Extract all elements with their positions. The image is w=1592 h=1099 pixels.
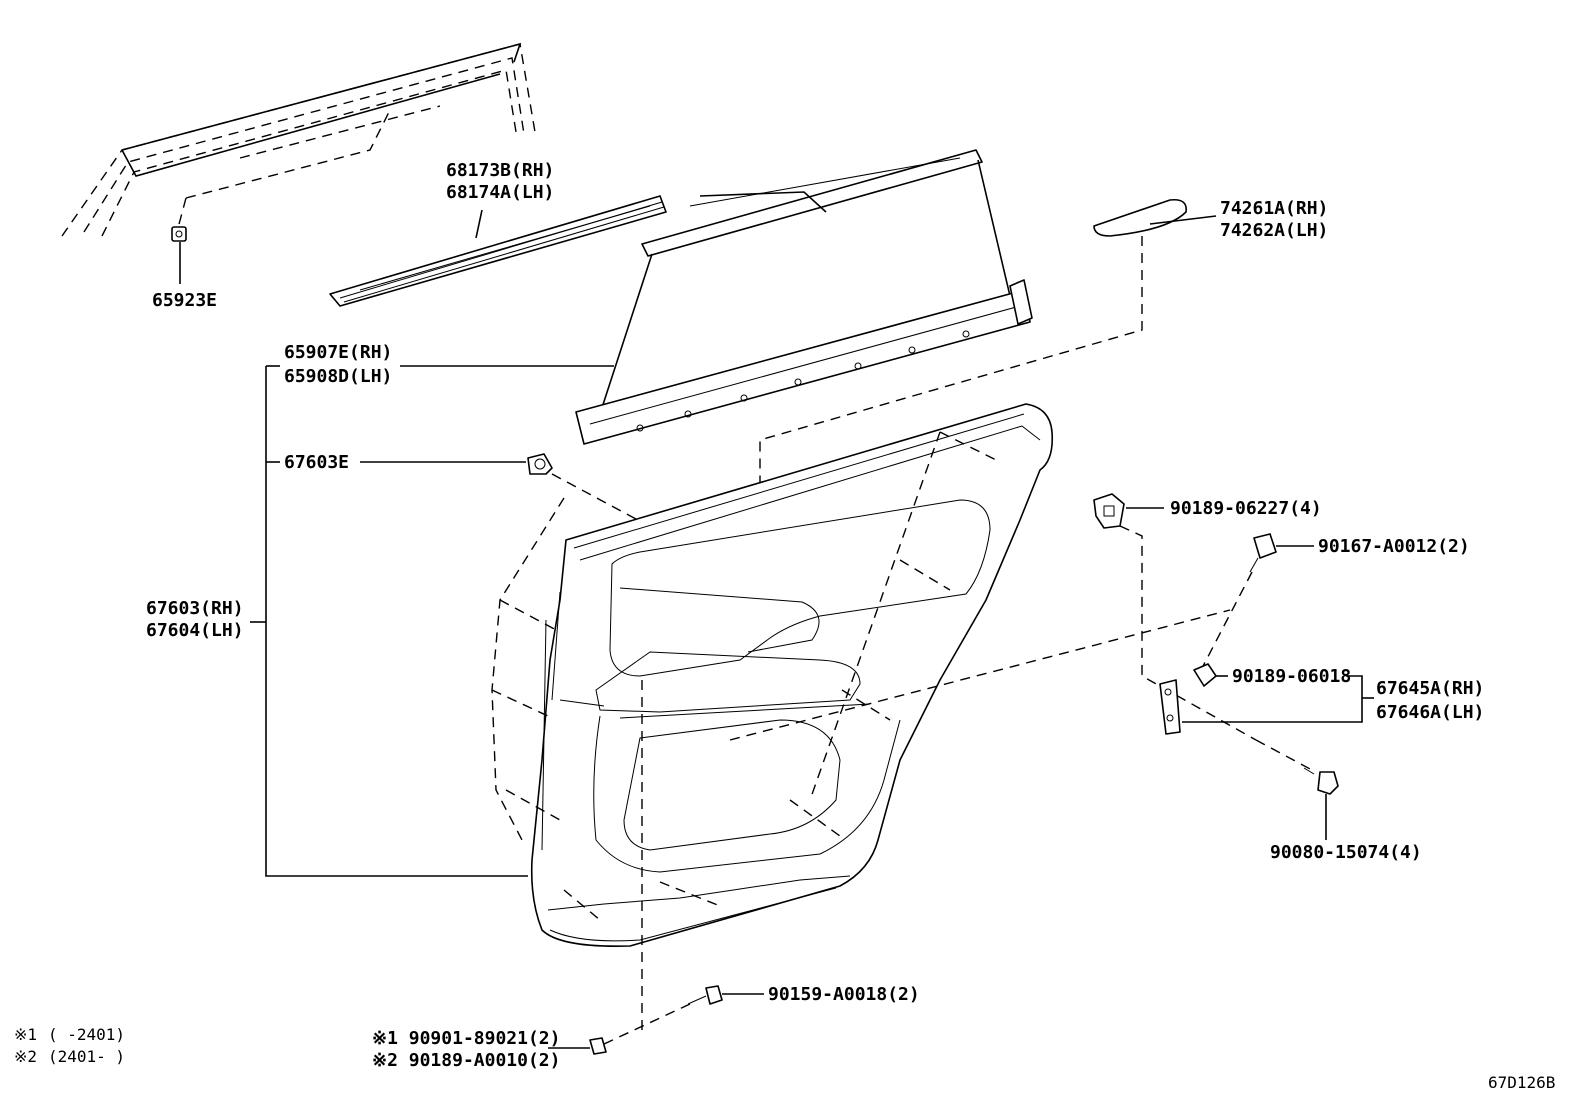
note-2-range: (2401- ) — [48, 1047, 125, 1066]
clip-90189-06018[interactable] — [1193, 663, 1228, 687]
callout-bracket-left — [250, 365, 528, 877]
label-74262a: 74262A(LH) — [1220, 220, 1328, 241]
note-2-mark: ※2 — [14, 1047, 37, 1066]
label-67645a: 67645A(RH) — [1376, 678, 1484, 699]
label-90189-a0010: ※2 90189-A0010(2) — [372, 1050, 560, 1071]
door-trim-67603[interactable] — [530, 403, 1054, 947]
label-90080-15074: 90080-15074(4) — [1270, 842, 1422, 863]
label-68174a: 68174A(LH) — [446, 182, 554, 203]
clip-90189-06227[interactable] — [1093, 493, 1257, 741]
trim-clip-dashes — [491, 431, 1231, 1034]
label-67646a: 67646A(LH) — [1376, 702, 1484, 723]
label-90189-06227: 90189-06227(4) — [1170, 498, 1322, 519]
note-1-mark: ※1 — [14, 1025, 37, 1044]
label-67603: 67603(RH) — [146, 598, 244, 619]
diagram-code: 67D126B — [1488, 1073, 1555, 1092]
sunshade-mount-holes — [636, 330, 970, 432]
label-65923e: 65923E — [152, 290, 217, 311]
weatherstrip-68173b[interactable] — [329, 195, 667, 307]
clip-67603e[interactable] — [360, 453, 691, 549]
screw-90159-a0018[interactable] — [603, 985, 764, 1045]
label-74261a: 74261A(RH) — [1220, 198, 1328, 219]
note-1-range: ( -2401) — [48, 1025, 125, 1044]
clip-90901-89021[interactable] — [548, 1037, 607, 1055]
label-90167-a0012: 90167-A0012(2) — [1318, 536, 1470, 557]
door-frame-outline — [61, 42, 536, 237]
screw-90167-a0012[interactable] — [1199, 533, 1314, 673]
label-65907e: 65907E(RH) — [284, 342, 392, 363]
notes-legend: ※1 ( -2401) ※2 (2401- ) — [14, 1025, 125, 1066]
clip-65923e[interactable] — [171, 109, 391, 284]
label-90159-a0018: 90159-A0018(2) — [768, 984, 920, 1005]
label-67604: 67604(LH) — [146, 620, 244, 641]
label-65908d: 65908D(LH) — [284, 366, 392, 387]
label-67603e: 67603E — [284, 452, 349, 473]
label-90189-06018: 90189-06018 — [1232, 666, 1351, 687]
label-90901-89021: ※1 90901-89021(2) — [372, 1028, 560, 1049]
sunshade-65907e[interactable] — [400, 149, 1033, 445]
cover-74261a[interactable] — [759, 198, 1217, 640]
bolt-90080-15074[interactable] — [1255, 739, 1339, 840]
label-68173b: 68173B(RH) — [446, 160, 554, 181]
bracket-67645a[interactable] — [1159, 675, 1374, 735]
